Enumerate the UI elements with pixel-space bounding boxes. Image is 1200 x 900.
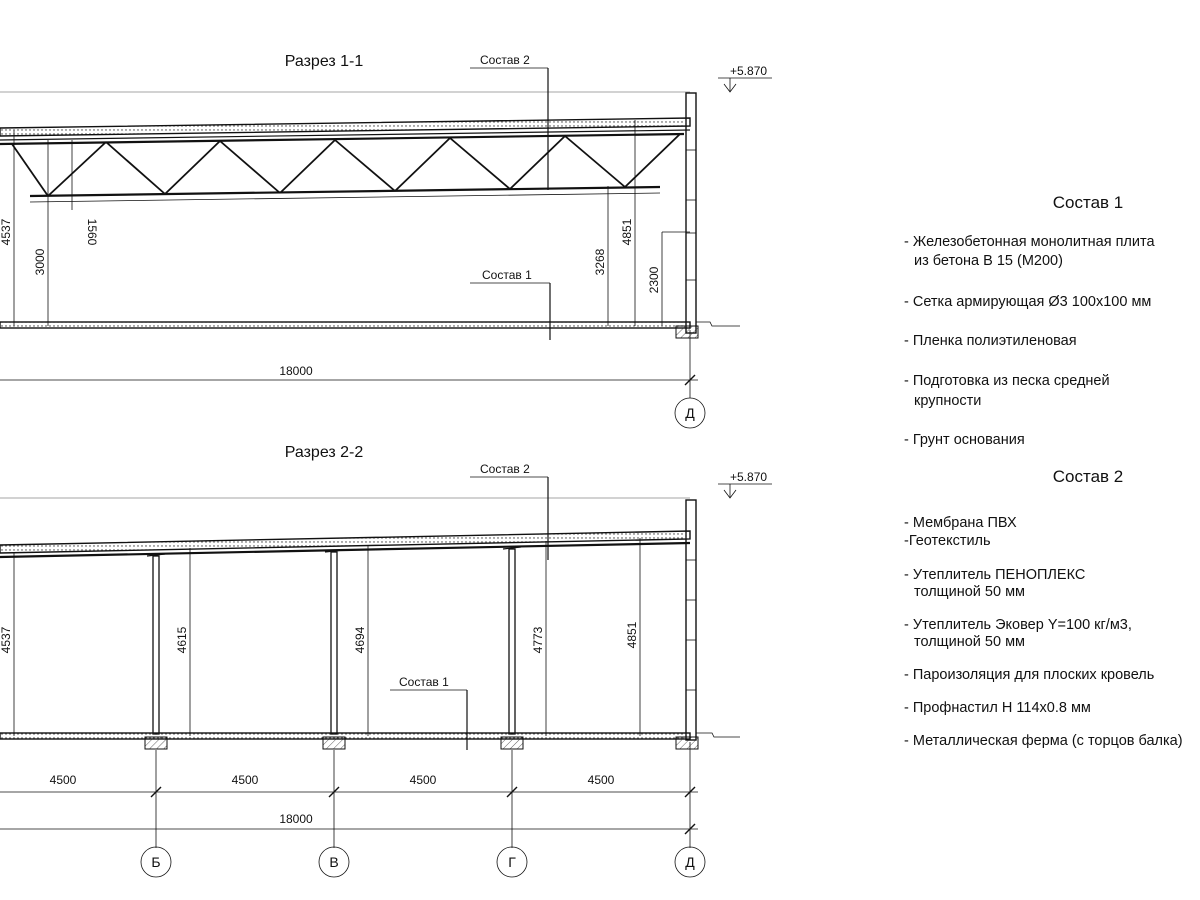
elevation-label-2: +5.870 xyxy=(730,470,767,484)
legend-sostav1-line-4: - Пленка полиэтиленовая xyxy=(904,333,1077,349)
dim-door-height: 2300 xyxy=(647,266,661,293)
axis-label-b: Б xyxy=(151,854,160,870)
legend-sostav2-line-8: - Профнастил Н 114х0.8 мм xyxy=(904,700,1091,716)
outside-ground-2 xyxy=(696,732,740,738)
axis-bubble-d xyxy=(674,397,706,429)
truss-bottom-chord-flange xyxy=(29,192,661,203)
roof-underside xyxy=(0,129,691,141)
span-dimension-2 xyxy=(0,823,698,835)
legend-sostav1-line-3: - Сетка армирующая Ø3 100х100 мм xyxy=(904,294,1151,310)
elevation-label: +5.870 xyxy=(730,64,767,78)
dim-bay-2: 4500 xyxy=(232,773,259,787)
footings xyxy=(144,736,699,750)
sostav2-callout-2: Состав 2 xyxy=(470,462,549,560)
dim-inner-height: 3000 xyxy=(33,248,47,275)
dim-height-3: 4694 xyxy=(353,626,367,653)
legend-sostav2-line-7: - Пароизоляция для плоских кровель xyxy=(904,667,1154,683)
dim-height-2: 4615 xyxy=(175,626,189,653)
sostav1-label-2: Состав 1 xyxy=(399,675,449,689)
legend-sostav1-line-1: - Железобетонная монолитная плита xyxy=(904,234,1155,250)
legend-sostav2-line-4: толщиной 50 мм xyxy=(914,584,1025,600)
legend-sostav2-line-2: -Геотекстиль xyxy=(904,533,991,549)
axis-label-d: Д xyxy=(685,405,695,421)
dim-height-4: 4773 xyxy=(531,626,545,653)
column-v xyxy=(330,551,338,735)
wall-joints-2 xyxy=(686,559,696,691)
elevation-mark: +5.870 xyxy=(718,64,772,93)
vertical-dimensions xyxy=(13,120,690,326)
dim-span-2: 18000 xyxy=(279,812,313,826)
legend-sostav2-title: Состав 2 xyxy=(1053,467,1124,486)
wall-footing xyxy=(675,325,699,339)
roof-beam-2 xyxy=(0,541,691,559)
elevation-mark-2: +5.870 xyxy=(718,470,772,499)
sostav1-label: Состав 1 xyxy=(482,268,532,282)
legend-sostav2-line-6: толщиной 50 мм xyxy=(914,634,1025,650)
legend-sostav2-line-9: - Металлическая ферма (с торцов балка) xyxy=(904,733,1183,749)
sostav1-callout-2: Состав 1 xyxy=(390,675,468,750)
axis-bubbles xyxy=(140,846,706,878)
roof-slab xyxy=(0,117,691,137)
wall-joints xyxy=(686,149,696,281)
sostav2-callout: Состав 2 xyxy=(470,53,549,190)
dim-height-5: 4851 xyxy=(625,621,639,648)
span-dimension xyxy=(0,330,698,398)
axis-label-g: Г xyxy=(508,854,516,870)
section-1: Разрез 1-1 +5.870 xyxy=(0,53,772,429)
dim-right-inner: 3268 xyxy=(593,248,607,275)
legend-sostav2-line-5: - Утеплитель Эковер Y=100 кг/м3, xyxy=(904,617,1132,633)
columns xyxy=(146,546,522,735)
bay-dimensions xyxy=(0,742,698,848)
dim-bay-4: 4500 xyxy=(588,773,615,787)
roof-slab-2 xyxy=(0,530,691,554)
dim-truss-height: 1560 xyxy=(85,219,99,246)
legend-sostav1-line-5: - Подготовка из песка средней xyxy=(904,373,1110,389)
outside-ground xyxy=(696,321,740,327)
dim-bay-3: 4500 xyxy=(410,773,437,787)
dim-bay-1: 4500 xyxy=(50,773,77,787)
truss-web xyxy=(11,133,681,197)
sostav2-label-2: Состав 2 xyxy=(480,462,530,476)
legend-sostav1-title: Состав 1 xyxy=(1053,193,1124,212)
legend-sostav1-line-6: крупности xyxy=(914,393,981,409)
dim-right-height: 4851 xyxy=(620,218,634,245)
column-b xyxy=(152,555,160,735)
right-wall xyxy=(685,92,697,334)
section-2-title: Разрез 2-2 xyxy=(285,444,364,461)
legend-sostav2-line-3: - Утеплитель ПЕНОПЛЕКС xyxy=(904,567,1085,583)
truss-bottom-chord xyxy=(29,185,661,198)
legend-sostav1-line-7: - Грунт основания xyxy=(904,432,1025,448)
axis-label-v: В xyxy=(329,854,338,870)
column-g xyxy=(508,548,516,735)
dim-left-height: 4537 xyxy=(0,218,13,245)
legend-sostav1-line-2: из бетона В 15 (М200) xyxy=(914,253,1063,269)
sostav2-label: Состав 2 xyxy=(480,53,530,67)
floor-slab xyxy=(0,321,691,329)
dim-height-1: 4537 xyxy=(0,626,13,653)
sostav1-callout: Состав 1 xyxy=(470,268,551,340)
legend-sostav2-line-1: - Мембрана ПВХ xyxy=(904,515,1017,531)
section-2: Разрез 2-2 +5.870 xyxy=(0,444,772,878)
section-1-title: Разрез 1-1 xyxy=(285,53,364,70)
vertical-dimensions-2 xyxy=(13,538,641,736)
legend: Состав 1 - Железобетонная монолитная пли… xyxy=(904,193,1183,749)
dim-span: 18000 xyxy=(279,364,313,378)
axis-label-d2: Д xyxy=(685,854,695,870)
truss-top-chord xyxy=(0,132,685,146)
